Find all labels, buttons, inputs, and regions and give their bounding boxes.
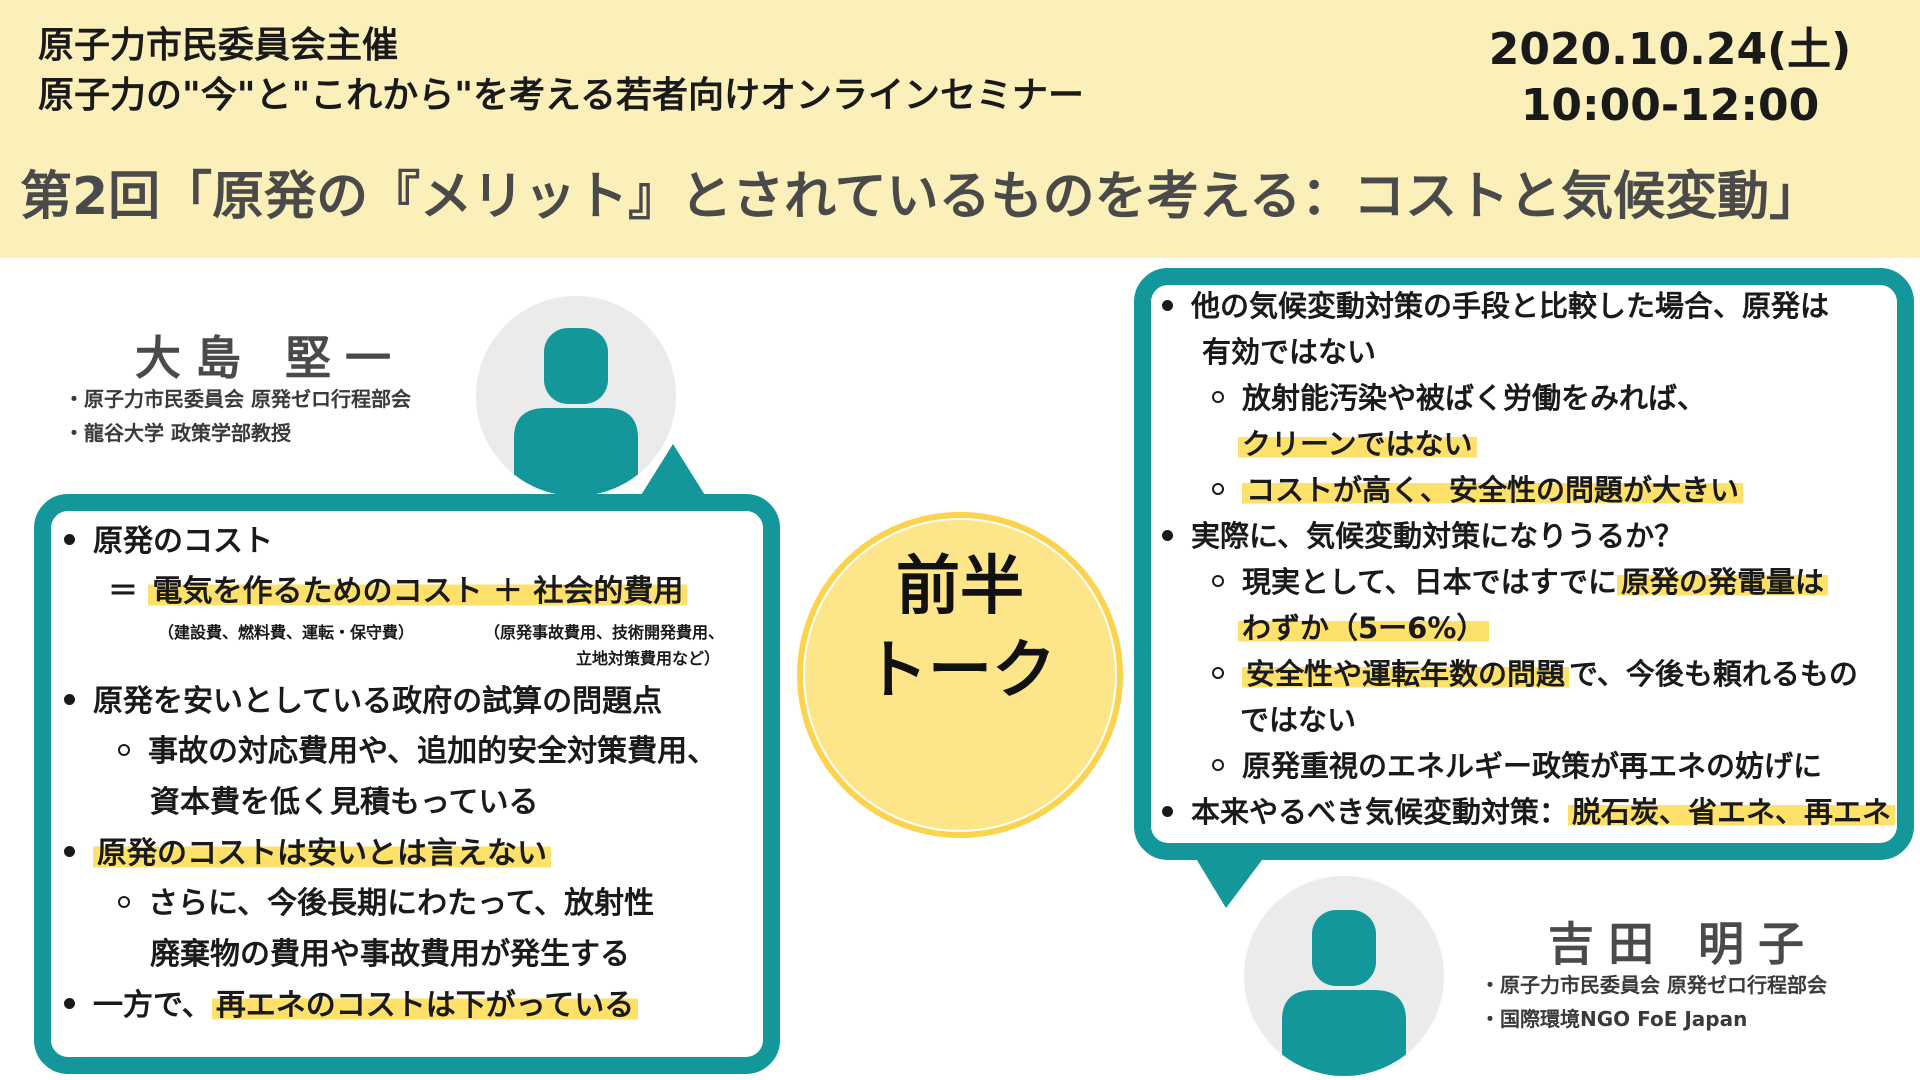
session-title: 第2回「原発の『メリット』とされているものを考える：コストと気候変動」 bbox=[20, 167, 1822, 227]
bullet-icon bbox=[1162, 529, 1173, 541]
s1-point-2: 原発を安いとしている政府の試算の問題点 bbox=[64, 682, 662, 722]
speaker2-affiliation-2: ・国際環境NGO FoE Japan bbox=[1480, 1007, 1748, 1031]
speaker1-affiliation-2: ・龍谷大学 政策学部教授 bbox=[64, 421, 291, 445]
s1-point-3: 原発のコストは安いとは言えない bbox=[64, 834, 551, 874]
s2-point-1: 他の気候変動対策の手段と比較した場合、原発は bbox=[1162, 286, 1829, 326]
speaker2-avatar bbox=[1244, 876, 1444, 1076]
s2-point-1-cont: 有効ではない bbox=[1202, 335, 1377, 369]
s2-point-2-sub-2-cont: ではない bbox=[1240, 703, 1357, 737]
center-circle bbox=[805, 520, 1115, 830]
circle-bullet-icon bbox=[118, 743, 130, 756]
s1-point-2-sub-1: 事故の対応費用や、追加的安全対策費用、 bbox=[118, 732, 717, 772]
s2-point-3: 本来やるべき気候変動対策：脱石炭、省エネ、再エネ bbox=[1162, 792, 1896, 832]
event-time: 10:00-12:00 bbox=[1520, 80, 1820, 131]
s1-note-2: （原発事故費用、技術開発費用、 bbox=[484, 623, 725, 642]
speaker1-name: 大島 堅一 bbox=[135, 331, 406, 385]
speaker2-name: 吉田 明子 bbox=[1548, 917, 1819, 971]
circle-bullet-icon bbox=[1212, 483, 1224, 495]
header-banner: 原子力市民委員会主催 原子力の"今"と"これから"を考える若者向けオンラインセミ… bbox=[0, 0, 1920, 258]
seminar-title: 原子力の"今"と"これから"を考える若者向けオンラインセミナー bbox=[38, 75, 1084, 116]
s2-point-2-sub-1-cont: わずか（5ー6%） bbox=[1238, 608, 1490, 648]
s1-point-1-equation: ＝ 電気を作るためのコスト ＋ 社会的費用 bbox=[108, 572, 688, 612]
bullet-icon bbox=[64, 998, 75, 1009]
s1-point-4: 一方で、再エネのコストは下がっている bbox=[64, 986, 639, 1026]
s1-note-3: 立地対策費用など） bbox=[576, 649, 721, 668]
s2-point-2: 実際に、気候変動対策になりうるか？ bbox=[1162, 516, 1683, 556]
s1-point-3-sub-2: 廃棄物の費用や事故費用が発生する bbox=[150, 937, 630, 972]
center-circle-ring bbox=[797, 512, 1123, 838]
person-icon bbox=[514, 328, 638, 496]
center-label: 前半 トーク bbox=[864, 550, 1056, 708]
speaker1-affiliation-1: ・原子力市民委員会 原発ゼロ行程部会 bbox=[64, 387, 411, 411]
bullet-icon bbox=[1162, 299, 1173, 311]
bullet-icon bbox=[64, 846, 75, 857]
s2-point-1-sub-1-cont: クリーンではない bbox=[1238, 424, 1477, 464]
circle-bullet-icon bbox=[1212, 667, 1224, 679]
s2-point-1-sub-1: 放射能汚染や被ばく労働をみれば、 bbox=[1212, 378, 1706, 418]
circle-bullet-icon bbox=[1212, 759, 1224, 771]
bullet-icon bbox=[1162, 805, 1173, 817]
organizer-text: 原子力市民委員会主催 bbox=[38, 25, 399, 66]
s1-point-3-sub-1: さらに、今後長期にわたって、放射性 bbox=[118, 884, 654, 924]
person-icon bbox=[1282, 910, 1406, 1076]
s1-point-1: 原発のコスト bbox=[64, 522, 273, 562]
s2-point-2-sub-1: 現実として、日本ではすでに原発の発電量は bbox=[1212, 562, 1828, 602]
speaker2-bubble bbox=[1134, 268, 1914, 860]
bullet-icon bbox=[64, 694, 75, 705]
s2-point-2-sub-3: 原発重視のエネルギー政策が再エネの妨げに bbox=[1212, 746, 1822, 786]
speaker1-bubble-tail bbox=[638, 444, 708, 500]
speaker2-affiliation-1: ・原子力市民委員会 原発ゼロ行程部会 bbox=[1480, 973, 1827, 997]
s2-point-2-sub-2: 安全性や運転年数の問題で、今後も頼れるもの bbox=[1212, 654, 1858, 694]
speaker2-bubble-tail bbox=[1192, 852, 1268, 908]
s1-point-2-sub-2: 資本費を低く見積もっている bbox=[150, 785, 539, 820]
s2-point-1-sub-2: コストが高く、安全性の問題が大きい bbox=[1212, 470, 1744, 510]
circle-bullet-icon bbox=[1212, 575, 1224, 587]
circle-bullet-icon bbox=[118, 895, 130, 908]
event-date: 2020.10.24(土) bbox=[1488, 24, 1852, 75]
speaker1-avatar bbox=[476, 296, 676, 496]
circle-bullet-icon bbox=[1212, 391, 1224, 403]
s1-note-1: （建設費、燃料費、運転・保守費） bbox=[158, 623, 415, 642]
bullet-icon bbox=[64, 534, 75, 545]
